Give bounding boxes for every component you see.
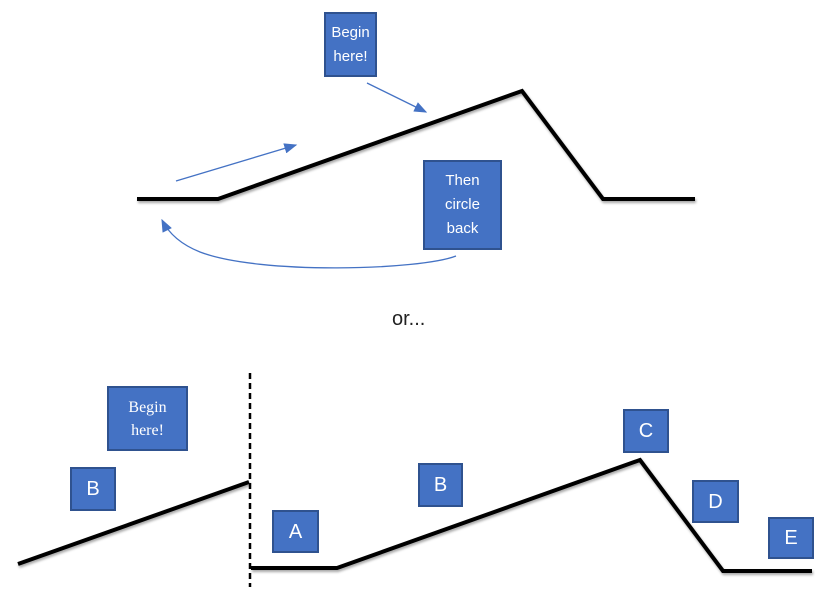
- label-box-c: C: [623, 409, 669, 453]
- bottom-profile-line: [251, 457, 812, 573]
- begin-here-box-top: Begin here!: [324, 12, 377, 77]
- top-profile-line: [137, 88, 695, 201]
- begin-line-2: here!: [333, 47, 368, 65]
- begin-line-1: Begin: [331, 23, 370, 41]
- then-line-1: Then: [445, 172, 480, 189]
- up-slope-arrow: [175, 143, 298, 182]
- bottom-begin-line-2: here!: [131, 421, 164, 439]
- label-box-b-left: B: [70, 467, 116, 511]
- bottom-left-slope: [17, 480, 250, 566]
- begin-pointer-arrow: [366, 82, 428, 113]
- label-box-e: E: [768, 517, 814, 559]
- begin-here-box-bottom: Begin here!: [107, 386, 188, 451]
- bottom-begin-line-1: Begin: [128, 398, 167, 416]
- then-line-3: back: [446, 220, 479, 237]
- then-circle-back-box: Then circle back: [423, 160, 502, 250]
- circle-back-arrow: [161, 218, 457, 269]
- then-line-2: circle: [444, 196, 480, 213]
- label-box-b-right: B: [418, 463, 463, 507]
- or-separator: or...: [392, 308, 426, 330]
- label-box-a: A: [272, 510, 319, 553]
- label-box-d: D: [692, 480, 739, 523]
